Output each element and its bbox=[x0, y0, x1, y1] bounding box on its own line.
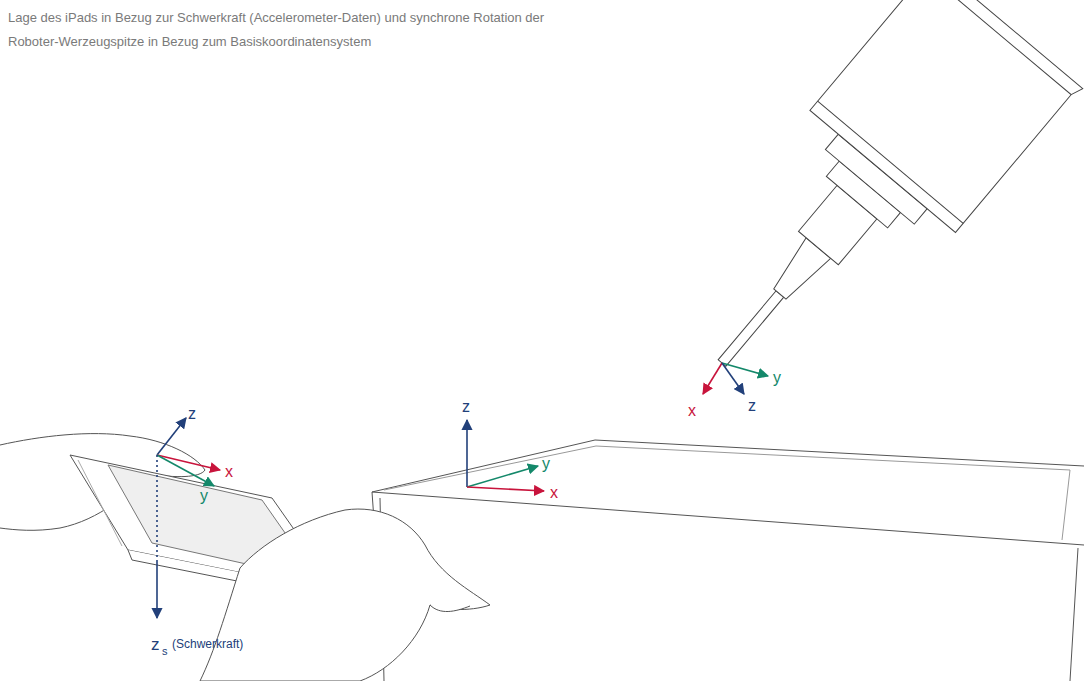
axes bbox=[157, 363, 768, 618]
axis-label: z bbox=[151, 636, 160, 653]
hand-right bbox=[200, 509, 490, 681]
axis-subscript: s bbox=[162, 646, 168, 657]
axis-label: x bbox=[688, 403, 696, 419]
axis-label: y bbox=[542, 456, 550, 472]
axis-label: x bbox=[550, 485, 558, 501]
axis-label: y bbox=[200, 488, 208, 504]
robot-tool bbox=[649, 0, 1082, 427]
axis-note: (Schwerkraft) bbox=[172, 638, 243, 650]
axis-label: z bbox=[462, 399, 470, 415]
axis-label: z bbox=[748, 398, 756, 414]
table bbox=[372, 440, 1084, 681]
axis-label: y bbox=[773, 370, 781, 386]
axis-label: x bbox=[225, 464, 233, 480]
axis-label: z bbox=[188, 406, 196, 422]
caption: Lage des iPads in Bezug zur Schwerkraft … bbox=[8, 6, 568, 54]
